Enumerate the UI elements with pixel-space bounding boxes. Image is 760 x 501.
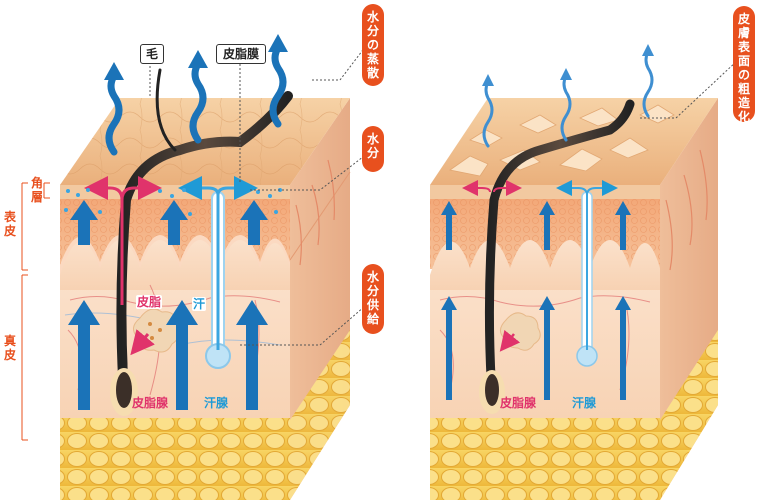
label-hair: 毛 [140,44,164,64]
label-sweat-gland: 汗腺 [204,396,229,410]
reduced-water-arrows [441,201,631,400]
dry-skin-block [430,44,718,500]
label-stratum-corneum: 角層 [30,176,43,204]
callout-moisture: 水分 [362,126,384,172]
light-evaporation-arrows [482,50,654,148]
label-sweat: 汗 [192,297,207,311]
label-epidermis: 表皮 [3,210,16,238]
layer-brackets [21,182,50,441]
label-sebaceous-gland: 皮脂腺 [132,396,169,410]
label-sebaceous-gland-dry: 皮脂腺 [500,396,537,410]
callout-water-supply: 水分供給 [362,264,384,334]
label-sebum: 皮脂 [136,295,163,309]
callout-evaporation: 水分の蒸散 [362,4,384,86]
callout-rough-surface: 皮膚表面の粗造化 [733,6,755,124]
evaporation-arrows [105,44,287,156]
healthy-skin-block [60,34,351,500]
callout-leaders [149,37,739,346]
label-sebum-film: 皮脂膜 [216,44,266,64]
water-supply-arrows [68,200,268,410]
label-sweat-gland-dry: 汗腺 [572,396,597,410]
label-dermis: 真皮 [3,334,16,362]
stratum-corneum-layer [60,185,290,199]
subcutaneous-fat [60,418,290,500]
